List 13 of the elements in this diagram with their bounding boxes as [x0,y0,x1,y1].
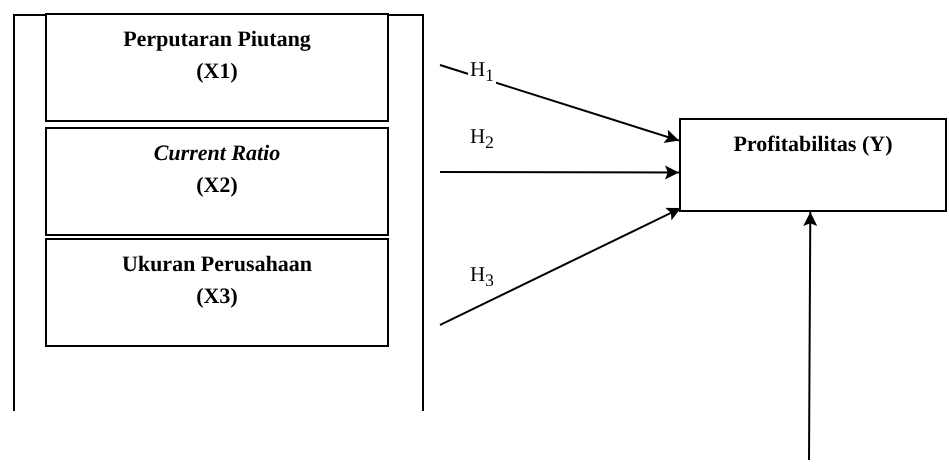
variable-label: Perputaran Piutang (X1) [122,25,312,85]
variable-box [45,238,389,347]
arrow [440,166,679,180]
open-frame [13,14,424,411]
arrow [440,207,682,326]
variable-label: Profitabilitas (Y) [732,130,894,158]
variable-box [679,118,947,212]
variable-box [45,13,389,122]
arrow [803,212,818,460]
variable-label: Current Ratio (X2) [152,139,282,199]
variable-label: Ukuran Perusahaan (X3) [120,250,314,310]
variable-box [45,127,389,236]
arrow [440,64,680,144]
